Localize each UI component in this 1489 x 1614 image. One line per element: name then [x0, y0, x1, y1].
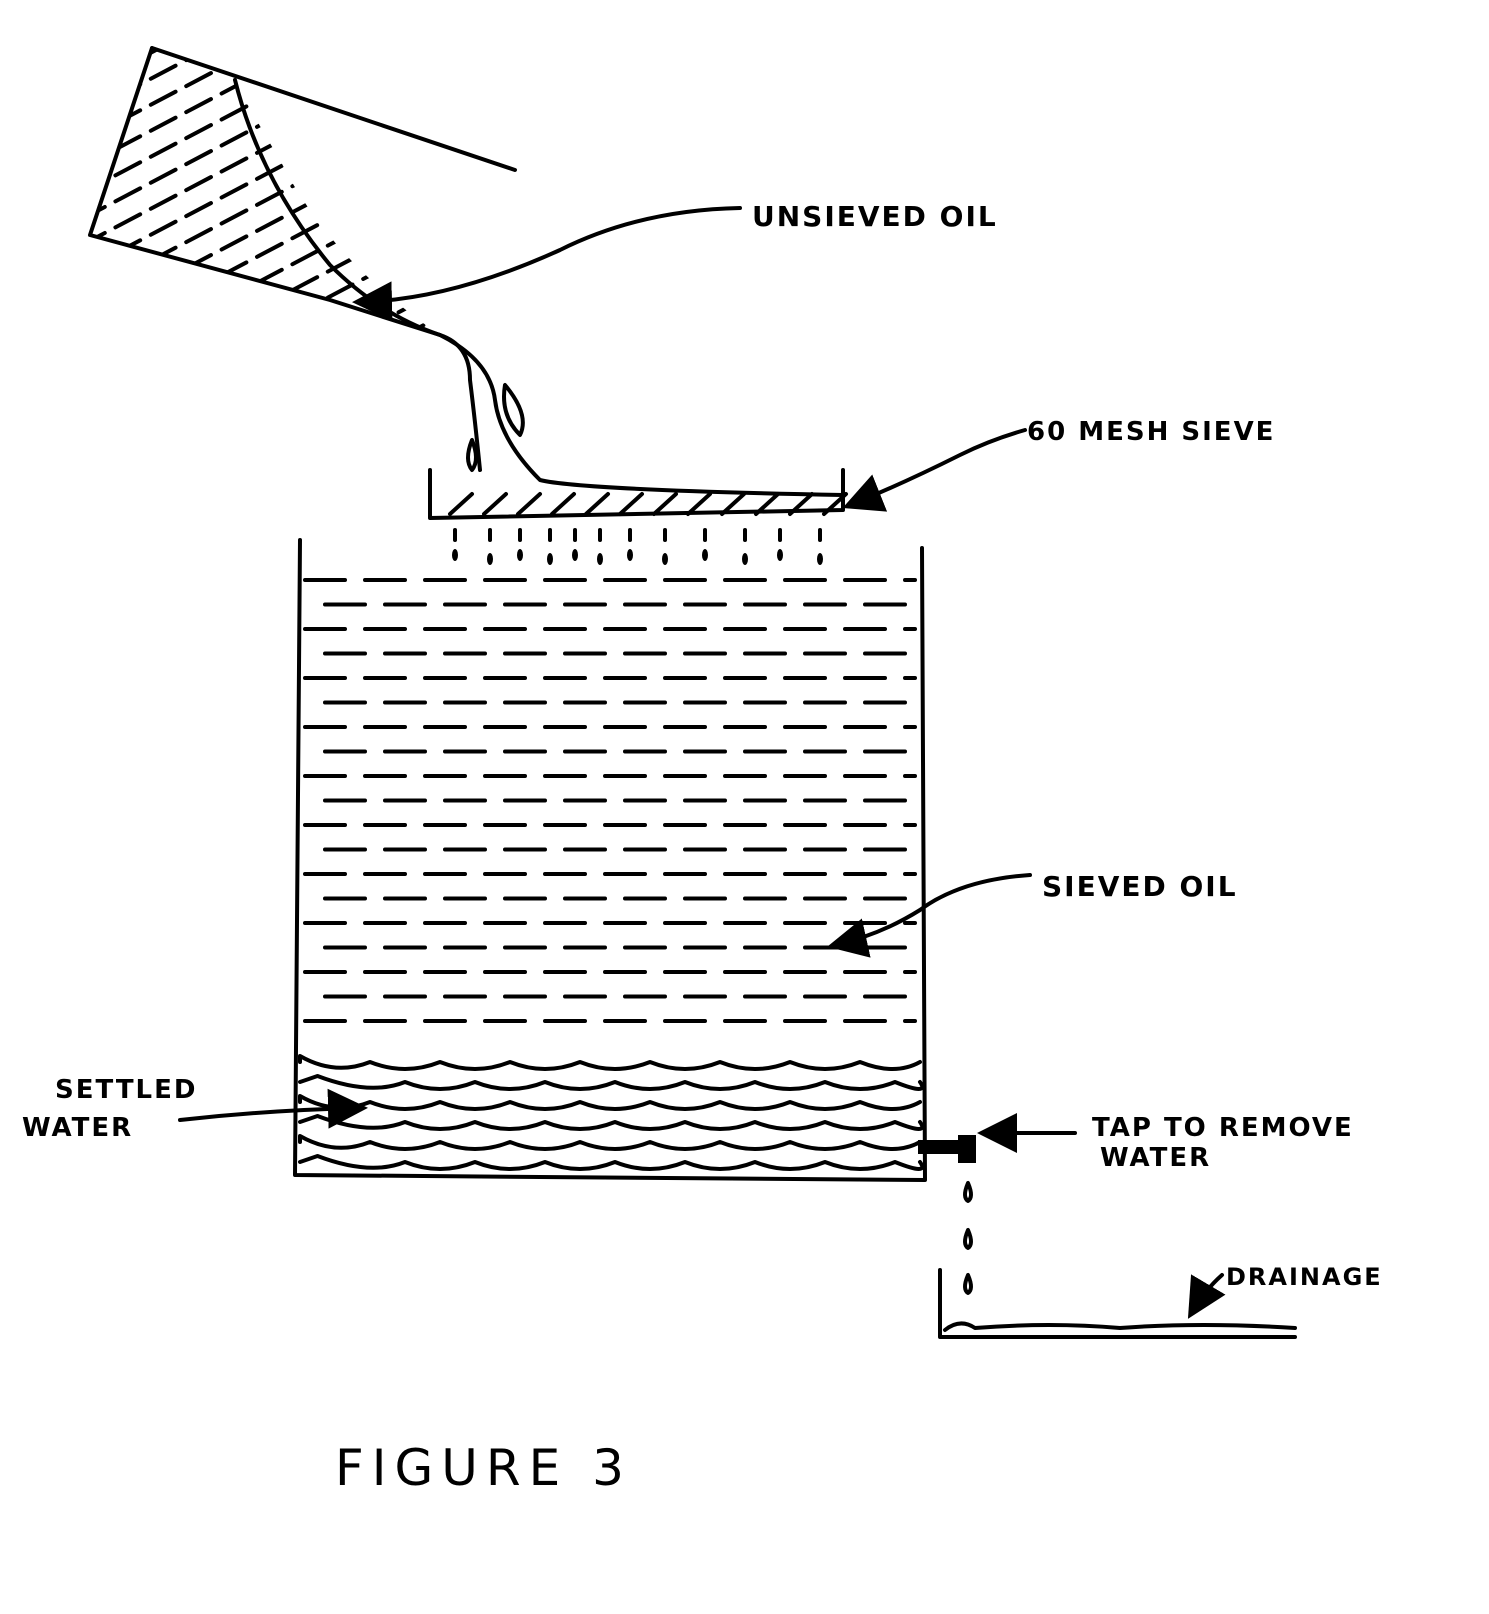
- hatch-line: [90, 48, 440, 248]
- hatch-line: [90, 48, 440, 92]
- hatch-line: [90, 96, 440, 300]
- sieve-leader: [842, 428, 1027, 512]
- hatch-line: [80, 462, 460, 662]
- hatch-line: [448, 492, 474, 516]
- drop: [627, 549, 633, 561]
- hatch-line: [80, 488, 460, 688]
- hatch-line: [90, 48, 440, 170]
- hatch-line: [754, 492, 780, 516]
- drop: [517, 549, 523, 561]
- water-wave: [298, 1154, 925, 1171]
- hatch-line: [90, 148, 440, 335]
- drop: [452, 549, 458, 561]
- hatch-line: [90, 48, 440, 144]
- drop: [487, 553, 493, 565]
- hatch-line: [516, 492, 542, 516]
- hatch-line: [90, 174, 440, 335]
- drop: [572, 549, 578, 561]
- hatch-line: [90, 122, 440, 326]
- hatch-line: [80, 384, 460, 584]
- drop: [547, 553, 553, 565]
- drop: [662, 553, 668, 565]
- settled-water-leader: [178, 1088, 368, 1129]
- label-unsieved-oil: UNSIEVED OIL: [752, 200, 998, 233]
- hatch-line: [720, 492, 746, 516]
- hatch-line: [80, 0, 460, 38]
- hatch-line: [80, 514, 460, 714]
- water-wave: [298, 1074, 925, 1091]
- hatch-line: [550, 492, 576, 516]
- drop: [742, 553, 748, 565]
- hatch-line: [80, 0, 460, 12]
- water-wave: [298, 1134, 922, 1151]
- sieved-oil-leader: [827, 873, 1032, 958]
- water-wave: [298, 1114, 925, 1131]
- drainage-leader: [1187, 1273, 1226, 1319]
- hatch-line: [80, 644, 460, 844]
- water-drop: [963, 1181, 973, 1203]
- label-water: WATER: [22, 1113, 133, 1143]
- hatch-line: [90, 48, 440, 66]
- label-60-mesh-sieve: 60 MESH SIEVE: [1027, 417, 1275, 447]
- label-tap-water: WATER: [1100, 1143, 1211, 1173]
- figure-caption: FIGURE 3: [335, 1439, 632, 1497]
- hatch-line: [80, 618, 460, 818]
- drop: [817, 553, 823, 565]
- hatch-line: [90, 304, 440, 335]
- drainage-tray: [938, 1268, 1297, 1339]
- sieved-oil-layer: [303, 578, 917, 1023]
- water-wave: [298, 1054, 922, 1071]
- water-drop: [963, 1273, 973, 1295]
- hatch-line: [482, 492, 508, 516]
- hatch-line: [80, 540, 460, 740]
- hatch-line: [90, 200, 440, 335]
- label-drainage: DRAINAGE: [1226, 1263, 1383, 1291]
- drop: [702, 549, 708, 561]
- label-settled: SETTLED: [55, 1075, 197, 1105]
- hatch-line: [80, 566, 460, 766]
- hatch-line: [618, 492, 644, 516]
- settled-water-layer: [298, 1054, 925, 1171]
- water-drop: [963, 1228, 973, 1250]
- tap: [918, 1135, 976, 1295]
- hatch-line: [90, 278, 440, 335]
- hatch-line: [652, 492, 678, 516]
- unsieved-oil-leader: [352, 206, 742, 322]
- hatch-line: [80, 358, 460, 558]
- label-tap-to-remove: TAP TO REMOVE: [1092, 1113, 1354, 1143]
- hatch-line: [584, 492, 610, 516]
- drop: [777, 549, 783, 561]
- hatch-line: [686, 492, 712, 516]
- hatch-line: [90, 48, 440, 222]
- oil-stream: [438, 333, 845, 497]
- hatch-line: [90, 330, 440, 335]
- settling-tank: [293, 538, 927, 1182]
- sieve: [428, 468, 848, 565]
- hatch-line: [822, 492, 848, 516]
- water-wave: [298, 1094, 922, 1111]
- label-sieved-oil: SIEVED OIL: [1042, 870, 1238, 903]
- hatch-line: [80, 592, 460, 792]
- drop: [597, 553, 603, 565]
- hatch-line: [90, 226, 440, 335]
- unsieved-oil-fill: [80, 0, 460, 844]
- hatch-line: [788, 492, 814, 516]
